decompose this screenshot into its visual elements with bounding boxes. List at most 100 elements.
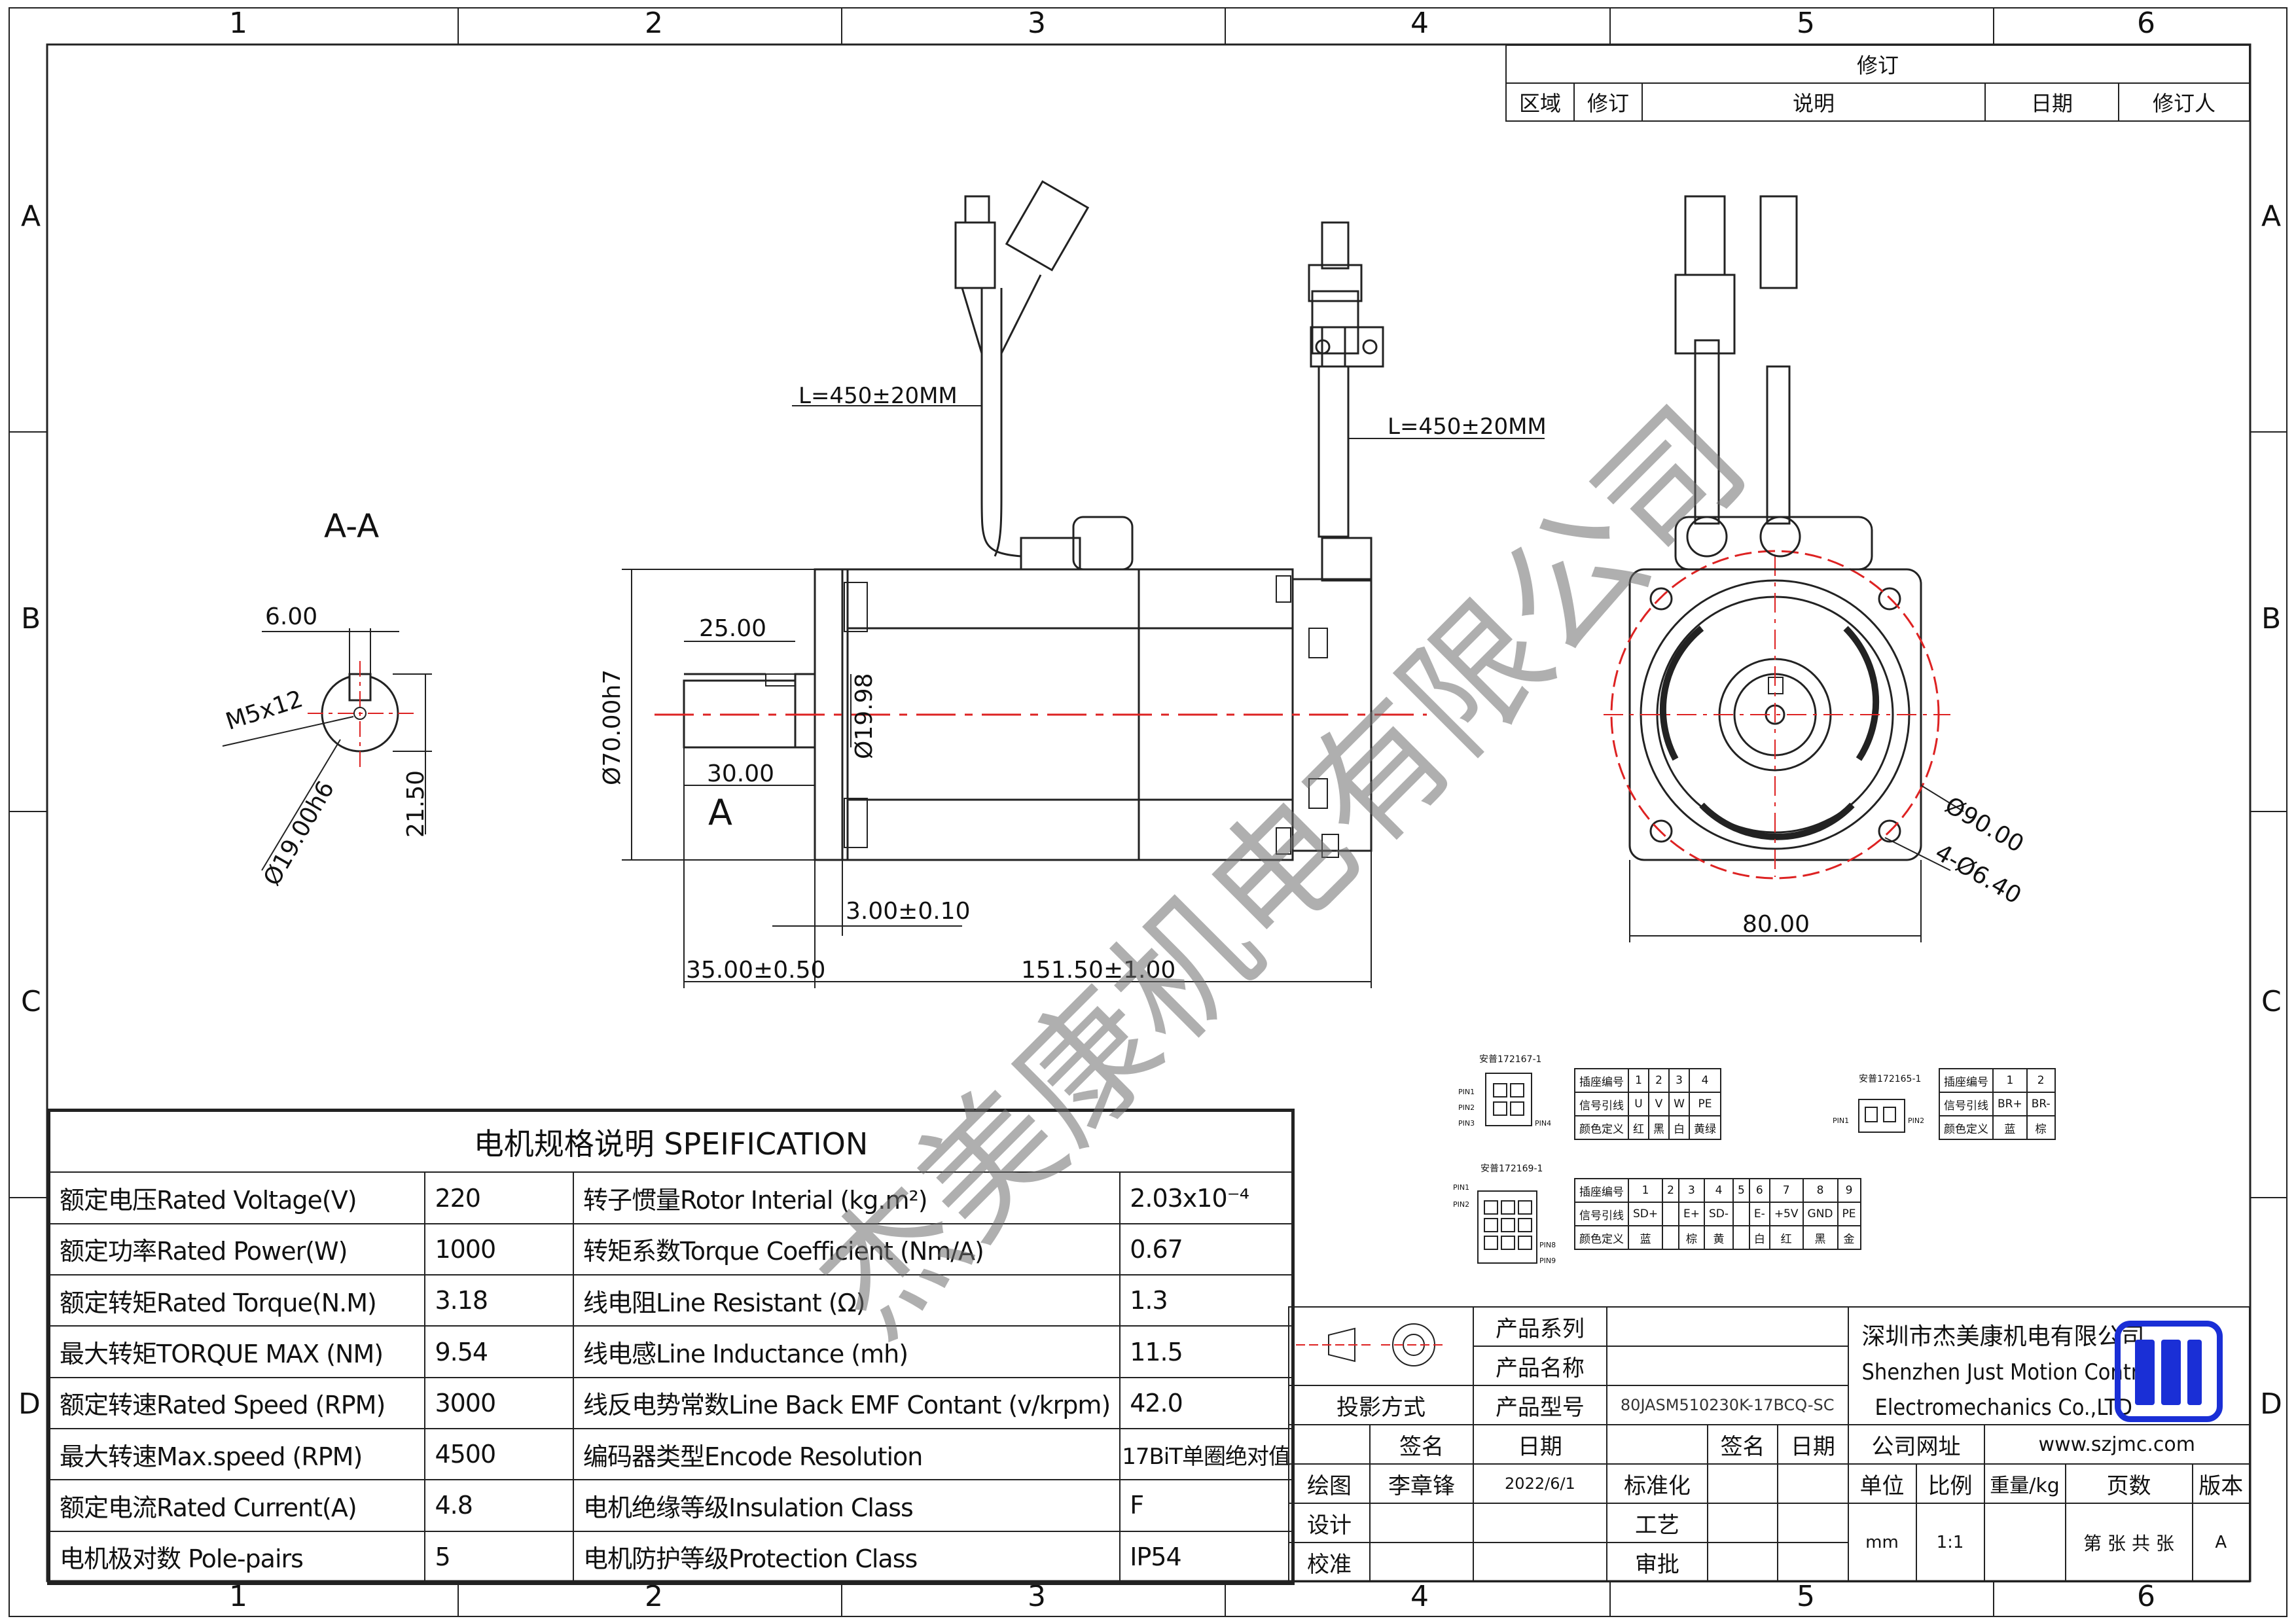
company-logo xyxy=(2115,1321,2223,1422)
blank-cell xyxy=(1777,1503,1849,1543)
pin-cell: 插座编号 xyxy=(1939,1068,1994,1093)
section-label: A-A xyxy=(324,507,380,545)
product-name-label: 产品名称 xyxy=(1472,1346,1607,1386)
pin-cell: 3 xyxy=(1677,1178,1705,1203)
projection-label: 投影方式 xyxy=(1288,1385,1474,1425)
unit-label: 单位 xyxy=(1847,1463,1917,1504)
pin-cell: U xyxy=(1628,1092,1649,1116)
spec-label: 线反电势常数Line Back EMF Contant (v/krpm) xyxy=(572,1376,1121,1429)
dim-cable-length-1: L=450±20MM xyxy=(798,383,958,409)
pin-cell: BR- xyxy=(2026,1092,2056,1116)
pin-cell: GND xyxy=(1802,1202,1839,1226)
pin-cell xyxy=(1662,1225,1679,1250)
blank-cell xyxy=(1706,1463,1779,1504)
dim-square: 80.00 xyxy=(1742,911,1810,938)
pin-cell: 棕 xyxy=(1677,1225,1705,1250)
pin-cell: 信号引线 xyxy=(1574,1092,1629,1116)
draw-label: 绘图 xyxy=(1288,1463,1371,1504)
process-label: 工艺 xyxy=(1605,1503,1708,1543)
front-view xyxy=(1604,195,1964,942)
company-name-cn: 深圳市杰美康机电有限公司 xyxy=(1861,1323,2145,1350)
rev-col-desc: 说明 xyxy=(1641,82,1986,122)
zone-row-c: C xyxy=(21,985,41,1018)
weight-label: 重量/kg xyxy=(1983,1463,2066,1504)
pin-cell: 颜色定义 xyxy=(1574,1225,1629,1250)
spec-value: 4500 xyxy=(424,1427,574,1481)
pin-cell: 插座编号 xyxy=(1574,1068,1629,1093)
sign-header-2: 签名 xyxy=(1706,1424,1779,1465)
blank-cell xyxy=(1369,1542,1474,1582)
dim-shaft-ext: 35.00±0.50 xyxy=(686,957,826,984)
version-label: 版本 xyxy=(2191,1463,2250,1504)
spec-title: 电机规格说明 SPEIFICATION xyxy=(49,1110,1293,1173)
pin-cell: 黄绿 xyxy=(1689,1115,1721,1140)
spec-value: F xyxy=(1119,1479,1293,1532)
scale-value: 1:1 xyxy=(1915,1503,1985,1582)
pages-label: 页数 xyxy=(2064,1463,2193,1504)
version-value: A xyxy=(2191,1503,2250,1582)
weight-value xyxy=(1983,1503,2066,1582)
spec-label: 额定电压Rated Voltage(V) xyxy=(48,1171,426,1224)
zone-col-1: 1 xyxy=(229,7,247,40)
dim-shaft-len-2: 30.00 xyxy=(707,760,775,787)
blank-cell xyxy=(1288,1424,1371,1465)
zone-row-a: A xyxy=(21,200,41,233)
spec-table: 电机规格说明 SPEIFICATION 额定电压Rated Voltage(V)… xyxy=(47,1109,1295,1585)
scale-label: 比例 xyxy=(1915,1463,1985,1504)
spec-label: 转矩系数Torque Coefficient (Nm/A) xyxy=(572,1222,1121,1276)
blank-cell xyxy=(1472,1542,1607,1582)
revision-title: 修订 xyxy=(1505,45,2250,84)
pin-cell: V xyxy=(1648,1092,1670,1116)
pin-cell: 白 xyxy=(1668,1115,1690,1140)
pin-cell: 5 xyxy=(1732,1178,1750,1203)
draw-date: 2022/6/1 xyxy=(1472,1463,1607,1504)
pin-cell: 7 xyxy=(1768,1178,1804,1203)
side-view xyxy=(622,180,1545,988)
pin-cell: 黑 xyxy=(1802,1225,1839,1250)
company-name-en-2: Electromechanics Co.,LTD xyxy=(1874,1395,2132,1421)
dim-shaft-dia-side: Ø19.98 xyxy=(851,673,878,759)
product-model-value: 80JASM510230K-17BCQ-SC xyxy=(1605,1385,1849,1425)
pin-cell: +5V xyxy=(1768,1202,1804,1226)
zone-col-1-bottom: 1 xyxy=(229,1580,247,1613)
pin-cell: 4 xyxy=(1689,1068,1721,1093)
zone-col-5: 5 xyxy=(1797,7,1815,40)
section-aa-view xyxy=(222,628,432,871)
dim-body-length: 151.50±1.00 xyxy=(1021,957,1176,984)
blank-cell xyxy=(1472,1503,1607,1543)
zone-row-b: B xyxy=(21,602,41,635)
spec-label: 电机防护等级Protection Class xyxy=(572,1530,1121,1584)
pin-cell: 3 xyxy=(1668,1068,1690,1093)
rev-col-date: 日期 xyxy=(1984,82,2119,122)
spec-value: 5 xyxy=(424,1530,574,1584)
pin-cell: 2 xyxy=(2026,1068,2056,1093)
spec-value: 4.8 xyxy=(424,1479,574,1532)
pin-cell: 2 xyxy=(1662,1178,1679,1203)
spec-label: 编码器类型Encode Resolution xyxy=(572,1427,1121,1481)
spec-label: 最大转矩TORQUE MAX (NM) xyxy=(48,1325,426,1378)
spec-value: IP54 xyxy=(1119,1530,1293,1584)
date-header: 日期 xyxy=(1472,1424,1607,1465)
dim-pilot-dia: Ø70.00h7 xyxy=(599,669,626,785)
pin-cell: PE xyxy=(1837,1202,1861,1226)
check-label: 校准 xyxy=(1288,1542,1371,1582)
connector-1-pin-label: PIN1 xyxy=(1458,1088,1475,1096)
pin-cell: 红 xyxy=(1768,1225,1804,1250)
projection-cell xyxy=(1288,1306,1474,1385)
spec-label: 线电阻Line Resistant (Ω) xyxy=(572,1274,1121,1327)
title-block: 产品系列 深圳市杰美康机电有限公司 Shenzhen Just Motion C… xyxy=(1288,1306,2250,1582)
pin-cell: 颜色定义 xyxy=(1939,1115,1994,1140)
zone-col-3-bottom: 3 xyxy=(1028,1580,1046,1613)
pin-cell: E+ xyxy=(1677,1202,1705,1226)
rev-col-area: 区域 xyxy=(1505,82,1575,122)
pin-cell: 颜色定义 xyxy=(1574,1115,1629,1140)
pin-cell: 4 xyxy=(1703,1178,1734,1203)
zone-col-3: 3 xyxy=(1028,7,1046,40)
section-marker: A xyxy=(708,792,732,833)
pin-cell xyxy=(1732,1202,1750,1226)
pin-cell: W xyxy=(1668,1092,1690,1116)
pin-cell: 信号引线 xyxy=(1574,1202,1629,1226)
connector-1-pin-label: PIN4 xyxy=(1535,1119,1552,1128)
